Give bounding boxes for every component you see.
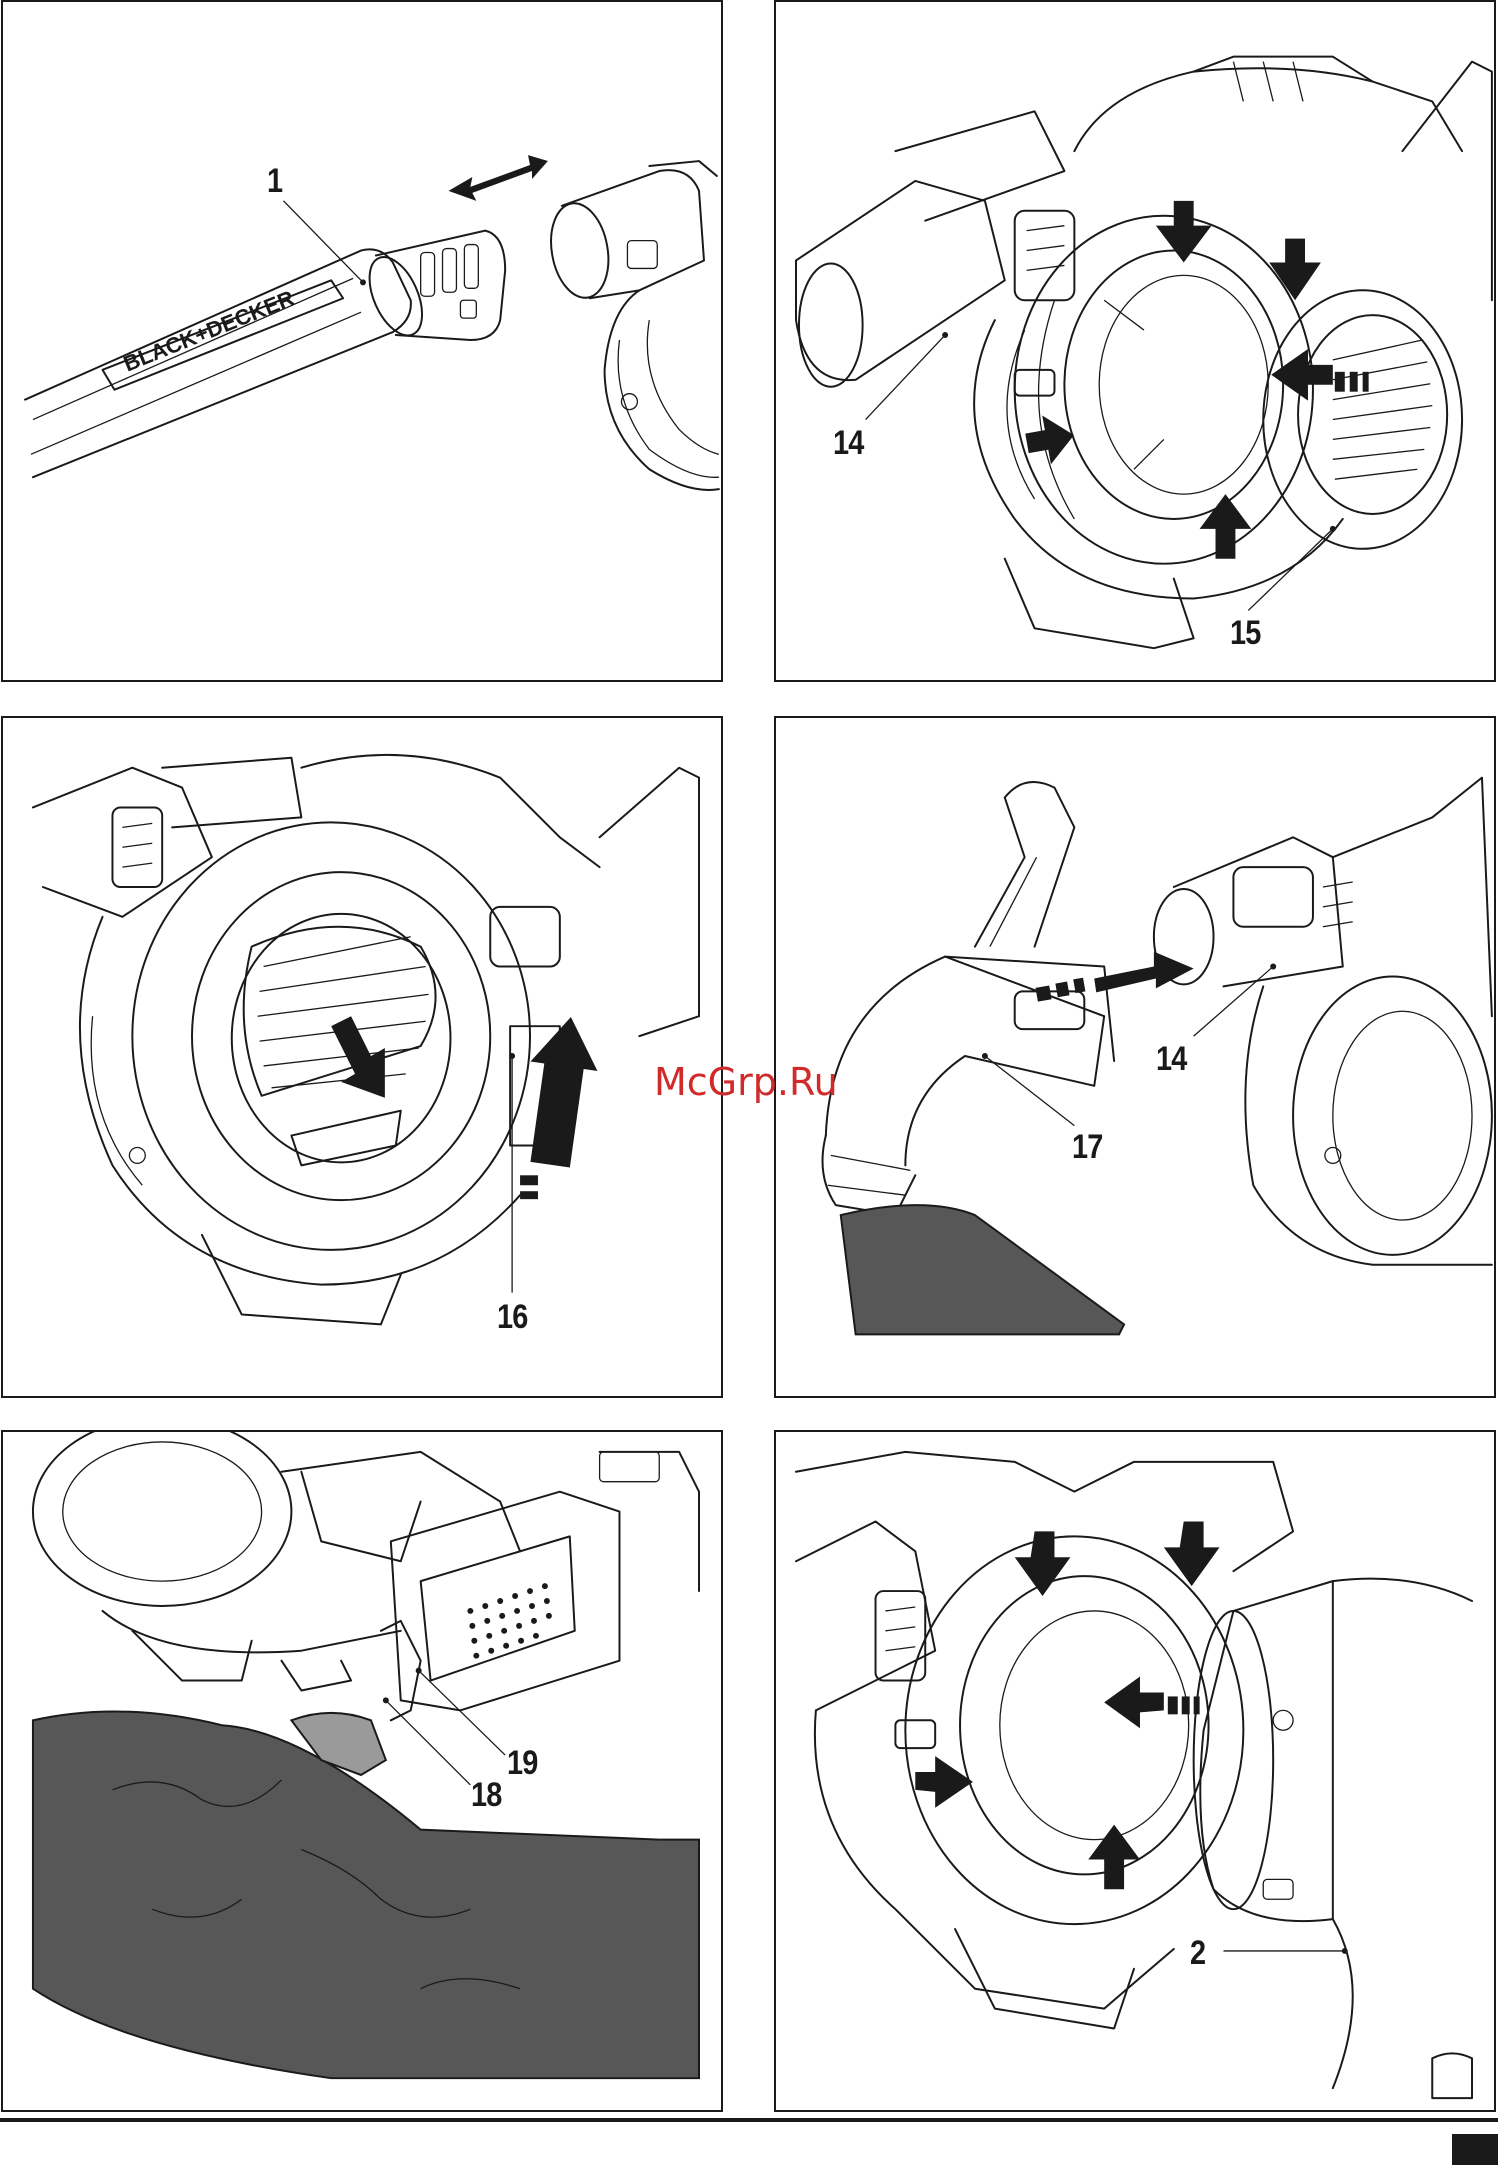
brand-text: BLACK+DECKER (120, 285, 298, 376)
figure-panel-2: 14 15 (774, 0, 1496, 682)
callout-label: 14 (833, 424, 863, 463)
callout-label: 15 (1230, 614, 1260, 653)
callout-label: 14 (1156, 1040, 1186, 1079)
inlet-tube-illustration (776, 1432, 1494, 2110)
figure-panel-1: BLACK+DECKER 1 (1, 0, 723, 682)
page-tab-marker (1452, 2134, 1498, 2165)
figure-panel-4: 14 17 (774, 716, 1496, 1398)
callout-label: 16 (497, 1298, 527, 1337)
figure-panel-5: 19 18 (1, 1430, 723, 2112)
figure-panel-3: 16 (1, 716, 723, 1398)
callout-label: 18 (471, 1776, 501, 1815)
callout-label: 17 (1072, 1128, 1102, 1167)
callout-label: 1 (267, 162, 282, 201)
footer-rule (0, 2118, 1498, 2122)
blower-inlet-illustration (776, 2, 1494, 680)
bag-clip-illustration (3, 1432, 721, 2110)
vacuum-tube-illustration (776, 718, 1494, 1396)
callout-label: 2 (1190, 1934, 1205, 1973)
blower-tube-illustration: BLACK+DECKER (3, 2, 721, 680)
callout-label: 19 (507, 1744, 537, 1783)
watermark-text: McGrp.Ru (654, 1060, 838, 1104)
figure-panel-6: 2 (774, 1430, 1496, 2112)
impeller-cover-illustration (3, 718, 721, 1396)
